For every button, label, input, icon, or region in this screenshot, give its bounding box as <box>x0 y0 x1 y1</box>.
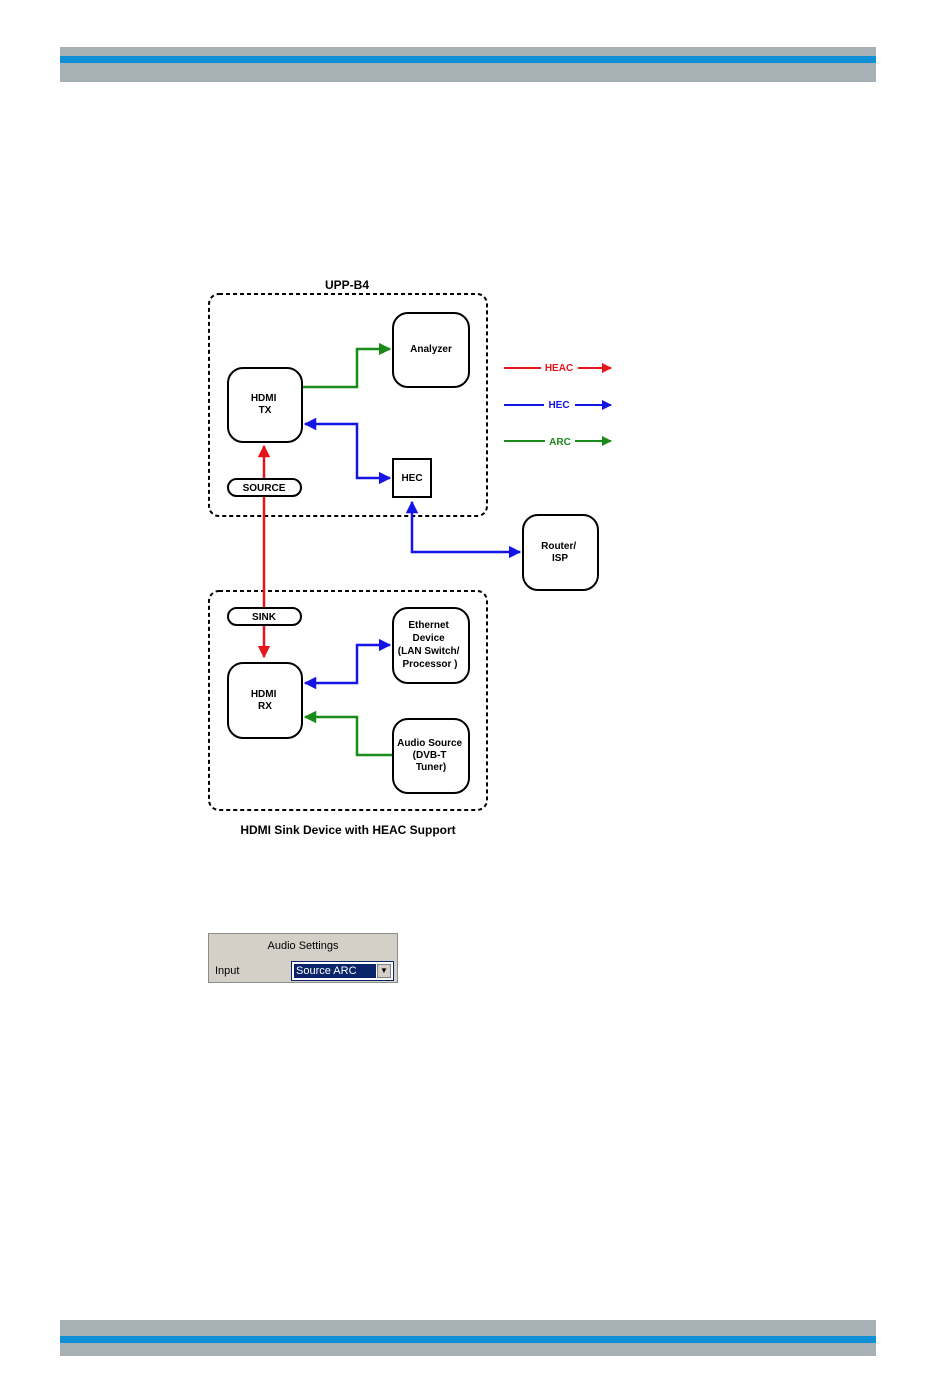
sink-port-label: SINK <box>252 612 277 623</box>
router-isp-node: Router/ ISP <box>523 515 598 590</box>
input-label: Input <box>215 965 239 977</box>
hdmi-rx-node: HDMI RX <box>228 663 302 738</box>
ethernet-device-node: Ethernet Device (LAN Switch/ Processor ) <box>393 608 469 683</box>
hec-link-rx-ethernet <box>305 645 390 683</box>
legend: HEAC HEC ARC <box>504 361 611 448</box>
svg-text:HEC: HEC <box>548 400 569 411</box>
upp-b4-label: UPP-B4 <box>325 278 369 292</box>
source-port-label: SOURCE <box>243 483 286 494</box>
audio-source-node: Audio Source (DVB-T Tuner) <box>393 719 469 793</box>
legend-arc: ARC <box>504 434 611 448</box>
hec-node: HEC <box>393 459 431 497</box>
sink-port: SINK <box>228 608 301 625</box>
input-select-value: Source ARC <box>294 964 376 978</box>
audio-settings-panel: Audio Settings Input Source ARC ▼ <box>208 933 398 983</box>
hec-node-label: HEC <box>401 473 422 484</box>
hec-link-tx-hec <box>305 424 390 478</box>
analyzer-node: Analyzer <box>393 313 469 387</box>
arc-link-audio-rx <box>305 717 392 755</box>
analyzer-label: Analyzer <box>410 344 452 355</box>
legend-hec: HEC <box>504 398 611 411</box>
source-port: SOURCE <box>228 479 301 496</box>
svg-text:ARC: ARC <box>549 437 571 448</box>
input-select[interactable]: Source ARC ▼ <box>291 961 394 981</box>
hec-link-hec-router <box>412 502 520 552</box>
arc-link-tx-analyzer <box>302 349 390 387</box>
svg-text:HEAC: HEAC <box>545 363 573 374</box>
sink-device-label: HDMI Sink Device with HEAC Support <box>240 823 455 837</box>
chevron-down-icon[interactable]: ▼ <box>377 964 391 978</box>
footer-band <box>60 1320 876 1356</box>
legend-heac: HEAC <box>504 361 611 374</box>
audio-settings-title: Audio Settings <box>209 940 397 952</box>
hdmi-tx-node: HDMI TX <box>228 368 302 442</box>
